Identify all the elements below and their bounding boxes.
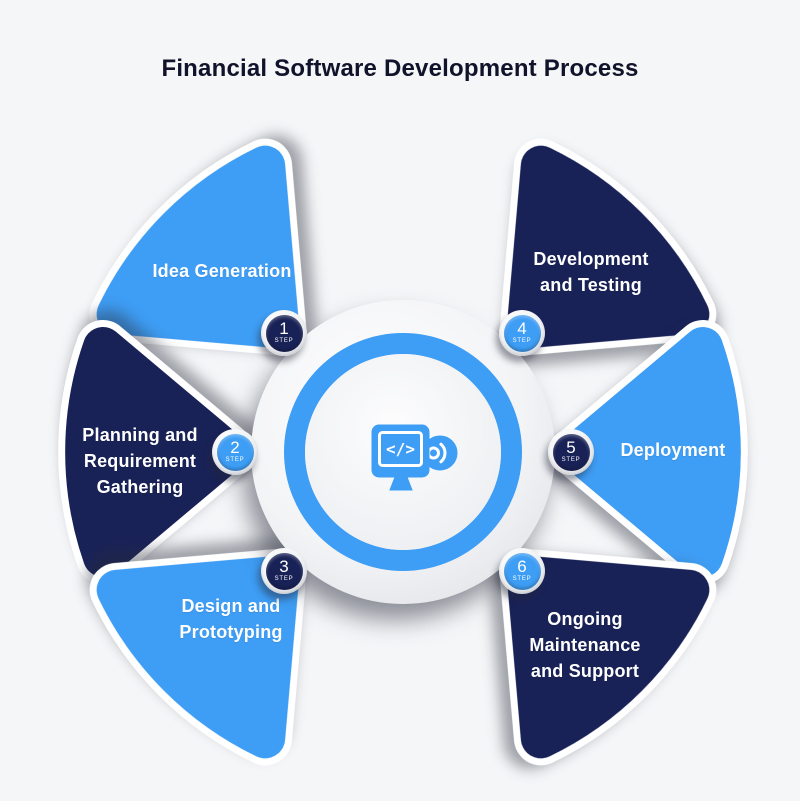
- petal-step-2: [58, 320, 255, 584]
- step-badge-5: 5 STEP: [548, 429, 594, 475]
- monitor-screen: [378, 431, 423, 467]
- step-word: STEP: [561, 457, 581, 463]
- petal-step-3: [89, 548, 307, 766]
- page-title: Financial Software Development Process: [161, 55, 639, 82]
- petal-shape-idea-generation: [96, 145, 300, 349]
- step-number: 3: [279, 557, 289, 576]
- step-word: STEP: [225, 457, 245, 463]
- step-number: 4: [517, 319, 527, 338]
- step-badge-3: 3 STEP: [261, 548, 307, 594]
- step-badge-1: 1 STEP: [261, 310, 307, 356]
- hub-blue-ring: [284, 333, 522, 571]
- step-word: STEP: [512, 338, 532, 344]
- code-glyph: </>: [386, 440, 415, 459]
- petal-step-6: [499, 548, 717, 766]
- disc-shine-arc: [439, 442, 447, 464]
- petal-shape-design: [96, 555, 300, 759]
- monitor-stand: [389, 476, 413, 491]
- step-badge-5-circle: 5 STEP: [552, 433, 590, 471]
- petal-shape-maintenance: [506, 555, 710, 759]
- petal-shape-development: [506, 145, 710, 349]
- step-word: STEP: [274, 576, 294, 582]
- step-badge-1-circle: 1 STEP: [265, 314, 303, 352]
- step-number: 2: [230, 438, 240, 457]
- step-number: 1: [279, 319, 289, 338]
- step-word: STEP: [512, 576, 532, 582]
- step-badge-4: 4 STEP: [499, 310, 545, 356]
- step-badge-2-circle: 2 STEP: [216, 433, 254, 471]
- step-badge-6: 6 STEP: [499, 548, 545, 594]
- petal-shape-deployment: [558, 327, 741, 577]
- petal-step-1: [89, 138, 307, 356]
- step-badge-4-circle: 4 STEP: [503, 314, 541, 352]
- center-hub: </>: [251, 300, 555, 604]
- step-badge-3-circle: 3 STEP: [265, 552, 303, 590]
- code-monitor-icon: </>: [371, 424, 458, 491]
- step-badge-2: 2 STEP: [212, 429, 258, 475]
- step-number: 5: [566, 438, 576, 457]
- petal-step-5: [551, 320, 748, 584]
- petal-step-4: [499, 138, 717, 356]
- step-number: 6: [517, 557, 527, 576]
- petal-shape-planning: [65, 327, 248, 577]
- step-word: STEP: [274, 338, 294, 344]
- step-badge-6-circle: 6 STEP: [503, 552, 541, 590]
